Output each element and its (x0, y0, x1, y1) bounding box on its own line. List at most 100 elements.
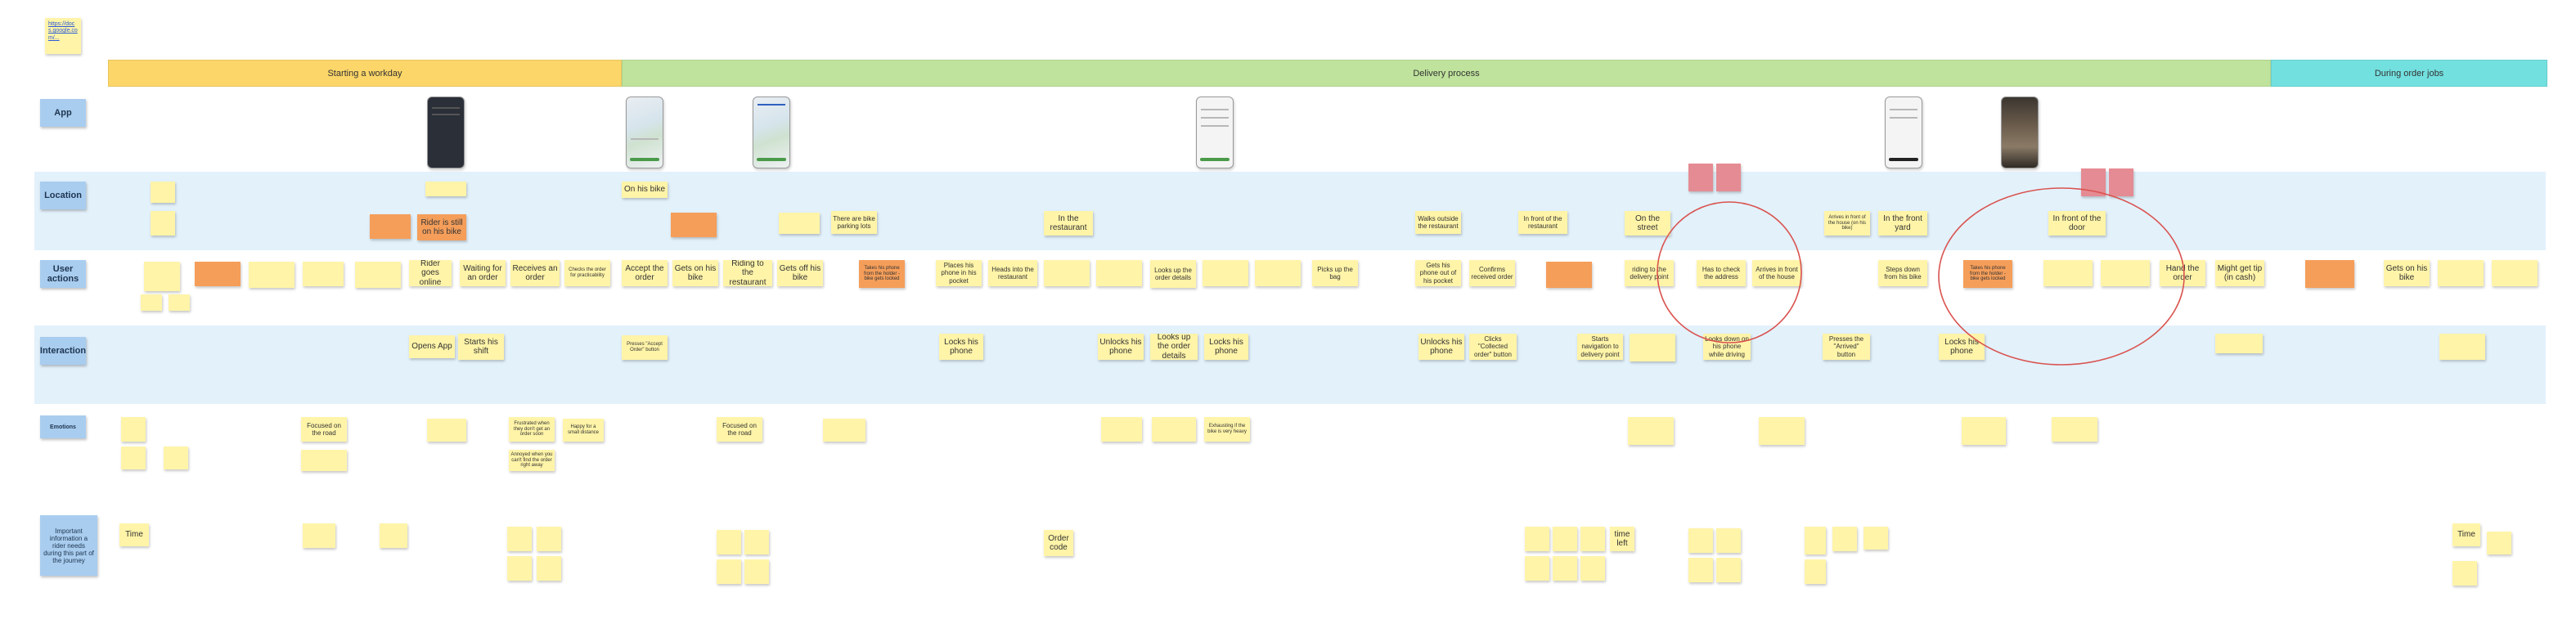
action-note (1255, 260, 1301, 286)
info-note (1688, 528, 1713, 553)
location-note (425, 182, 466, 196)
location-note-in-front-restaurant: In front of the restaurant (1518, 211, 1567, 234)
info-note (537, 556, 561, 581)
app-screenshot-delivery (1885, 97, 1922, 168)
info-note (2452, 561, 2477, 586)
info-note (537, 527, 561, 551)
action-note (1546, 262, 1592, 288)
app-screenshot-start (427, 97, 465, 168)
action-gets-off-bike: Gets off his bike (777, 260, 823, 286)
interaction-unlocks-phone-2: Unlocks his phone (1418, 334, 1464, 360)
interaction-starts-navigation: Starts navigation to delivery point (1577, 334, 1623, 360)
interaction-starts-shift: Starts his shift (458, 334, 504, 360)
location-note-pink (1716, 164, 1741, 191)
info-note (717, 559, 741, 584)
interaction-locks-phone-2: Locks his phone (1204, 334, 1248, 360)
info-note (380, 523, 407, 548)
interaction-locks-phone: Locks his phone (939, 334, 983, 360)
interaction-note (1630, 334, 1675, 361)
action-tip: Might get tip (in cash) (2215, 260, 2264, 286)
location-note-front-door: In front of the door (2048, 211, 2106, 236)
emotion-note (164, 447, 188, 469)
row-label-app: App (40, 99, 86, 127)
app-screenshot-order-details (1196, 97, 1234, 168)
row-label-interaction: Interaction (40, 337, 86, 365)
interaction-looks-down: Looks down on his phone while driving (1703, 334, 1751, 360)
app-screenshot-navigation (753, 97, 790, 168)
interaction-looks-up-details: Looks up the order details (1150, 334, 1198, 360)
info-time: Time (119, 523, 149, 546)
phase-starting-workday: Starting a workday (108, 60, 622, 87)
info-note (1580, 556, 1605, 581)
info-note (2487, 532, 2511, 554)
info-note (1688, 558, 1713, 582)
action-goes-online: Rider goes online (409, 260, 452, 286)
action-note (2305, 260, 2354, 288)
emotion-note (427, 419, 466, 442)
emotion-annoyed: Annoyed when you can't find the order ri… (509, 450, 555, 471)
info-note (507, 556, 532, 581)
location-note (370, 214, 411, 239)
location-note (671, 213, 717, 237)
action-checks-order: Checks the order for practicability (564, 260, 610, 286)
action-receives: Receives an order (510, 260, 560, 286)
action-looks-up: Looks up the order details (1150, 260, 1196, 288)
info-note (1805, 559, 1826, 584)
action-steps-down: Steps down from his bike (1878, 260, 1927, 286)
location-note (779, 213, 820, 234)
info-note (507, 527, 532, 551)
action-confirms: Confirms received order (1469, 260, 1515, 286)
emotion-exhausting: Exhausting if the bike is very heavy (1204, 417, 1250, 442)
action-places-phone: Places his phone in his pocket (936, 260, 982, 286)
info-note (717, 530, 741, 554)
action-note (169, 294, 190, 311)
interaction-note (2215, 334, 2263, 353)
info-note (1716, 528, 1741, 553)
emotion-frustrated: Frustrated when they don't get an order … (509, 417, 555, 442)
info-note (1553, 556, 1577, 581)
info-note (1580, 527, 1605, 551)
link-note[interactable]: https://docs.google.com/... (45, 18, 81, 54)
action-note (1203, 260, 1248, 286)
interaction-clicks-collected: Clicks "Collected order" button (1469, 334, 1517, 360)
action-gets-on-bike: Gets on his bike (672, 260, 718, 286)
info-note (744, 530, 769, 554)
emotion-note (1759, 417, 1805, 445)
location-note-in-restaurant: In the restaurant (1044, 211, 1093, 236)
emotion-note (1152, 417, 1196, 442)
location-note-pink (2109, 168, 2133, 196)
row-label-user-actions: User actions (40, 260, 86, 288)
action-note (195, 262, 241, 286)
location-note-pink (2081, 168, 2106, 196)
row-label-important-info: Important information a rider needs duri… (40, 515, 97, 576)
location-note (151, 182, 175, 203)
location-note-front-yard: In the front yard (1878, 211, 1927, 236)
location-note-on-street: On the street (1625, 211, 1670, 236)
location-note-still-on-bike: Rider is still on his bike (417, 214, 466, 240)
info-note (1863, 527, 1888, 550)
info-note (1716, 558, 1741, 582)
emotion-note (823, 419, 865, 442)
action-riding-delivery: riding to the delivery point (1625, 260, 1674, 286)
action-note (1044, 260, 1090, 286)
action-note (249, 262, 294, 288)
emotion-note (1101, 417, 1142, 442)
location-note-bike-parking: There are bike parking lots (831, 211, 877, 234)
action-note (2043, 260, 2093, 286)
emotion-note (1962, 417, 2006, 445)
emotion-note (301, 450, 347, 471)
action-waiting: Waiting for an order (460, 260, 506, 286)
action-takes-phone: Takes his phone from the holder - bike g… (859, 260, 905, 288)
phase-delivery-process: Delivery process (622, 60, 2271, 87)
emotion-focused-road-2: Focused on the road (717, 417, 762, 442)
phase-during-order-jobs: During order jobs (2271, 60, 2547, 87)
action-takes-phone-2: Takes his phone from the holder - bike g… (1963, 260, 2012, 288)
info-note (744, 559, 769, 584)
emotion-note (121, 447, 146, 469)
action-note (355, 262, 401, 288)
action-check-address: Has to check the address (1697, 260, 1746, 286)
interaction-locks-phone-3: Locks his phone (1939, 334, 1985, 360)
emotion-note (1628, 417, 1674, 445)
emotion-focused-road: Focused on the road (301, 417, 347, 442)
location-note-arrives-front: Arrives in front of the house (on his bi… (1824, 211, 1870, 236)
